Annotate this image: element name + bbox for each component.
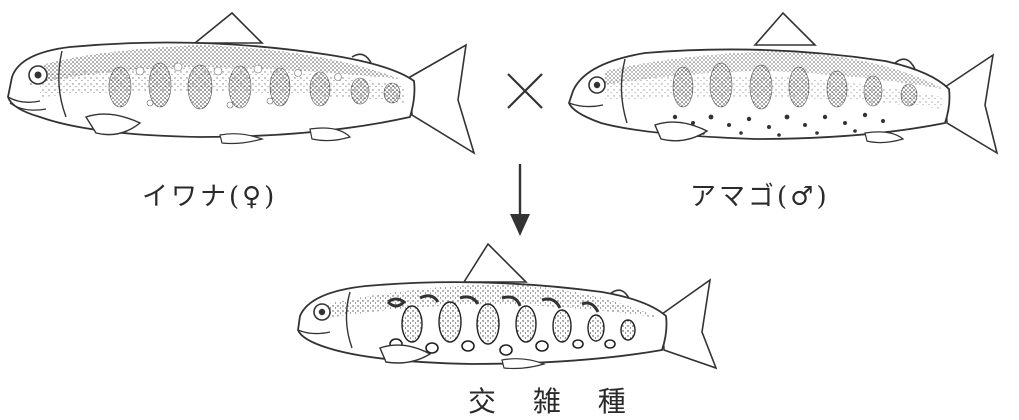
iwana-fish-illustration (0, 5, 480, 160)
arrow-down-icon (500, 160, 540, 240)
amago-fish-illustration (565, 5, 1005, 160)
hybrid-fish-illustration (292, 240, 722, 375)
cross-symbol-icon (500, 66, 550, 116)
iwana-female-label: イワナ(♀) (142, 176, 277, 213)
hybrid-label: 交 雑 種 (468, 380, 640, 420)
amago-male-label: アマゴ(♂) (690, 176, 830, 213)
